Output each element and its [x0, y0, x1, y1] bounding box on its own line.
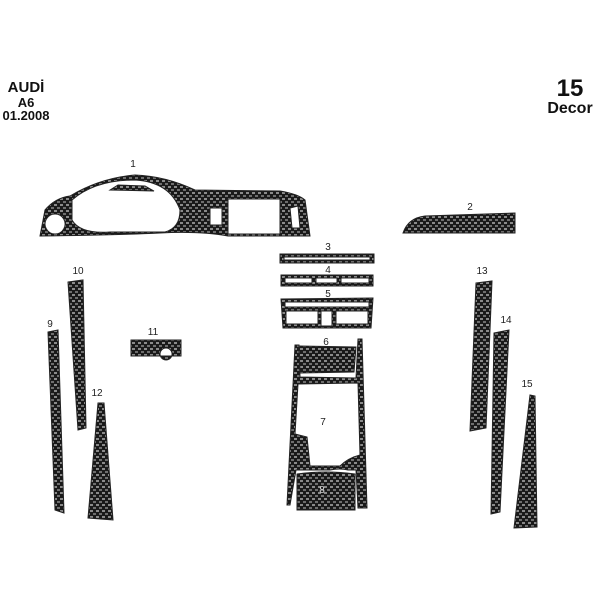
- piece-8-trim: [296, 471, 356, 511]
- piece-14-trim: [490, 329, 510, 515]
- piece-1-dashboard-trim: [39, 174, 311, 237]
- piece-5-label: 5: [325, 289, 331, 300]
- piece-15-label: 15: [521, 379, 533, 390]
- piece-11-label: 11: [148, 327, 159, 338]
- piece-12-label: 12: [91, 388, 103, 399]
- piece-count: 15: [556, 75, 584, 102]
- piece-9-trim: [47, 329, 65, 514]
- piece-6-label: 6: [323, 337, 329, 348]
- piece-count-info: 15 Decor: [540, 76, 600, 118]
- piece-8-label: 8: [319, 485, 325, 496]
- piece-12-trim: [87, 402, 114, 521]
- piece-4-trim: [280, 274, 374, 287]
- piece-count-label: Decor: [547, 100, 593, 118]
- model-date: 01.2008: [2, 108, 50, 124]
- vehicle-info: AUDİ A6 01.2008: [0, 80, 52, 123]
- piece-3-trim: [279, 253, 375, 264]
- piece-10-label: 10: [72, 266, 84, 277]
- piece-7-label: 7: [320, 417, 326, 428]
- piece-4-label: 4: [325, 265, 331, 276]
- piece-3-label: 3: [325, 242, 331, 253]
- piece-15-trim: [513, 394, 538, 529]
- piece-9-label: 9: [47, 319, 53, 330]
- piece-6-trim: [298, 345, 357, 374]
- piece-7-console-trim: [286, 338, 368, 509]
- model-name: A6: [17, 94, 35, 110]
- piece-2-label: 2: [467, 202, 473, 213]
- piece-13-label: 13: [476, 266, 488, 277]
- piece-5-trim: [280, 297, 374, 329]
- piece-13-trim: [469, 280, 493, 432]
- piece-11-trim: [130, 339, 182, 361]
- piece-2-trim: [402, 212, 516, 234]
- piece-10-trim: [67, 279, 87, 431]
- piece-1-label: 1: [130, 159, 136, 170]
- brand-name: AUDİ: [7, 79, 45, 96]
- piece-14-label: 14: [500, 315, 512, 326]
